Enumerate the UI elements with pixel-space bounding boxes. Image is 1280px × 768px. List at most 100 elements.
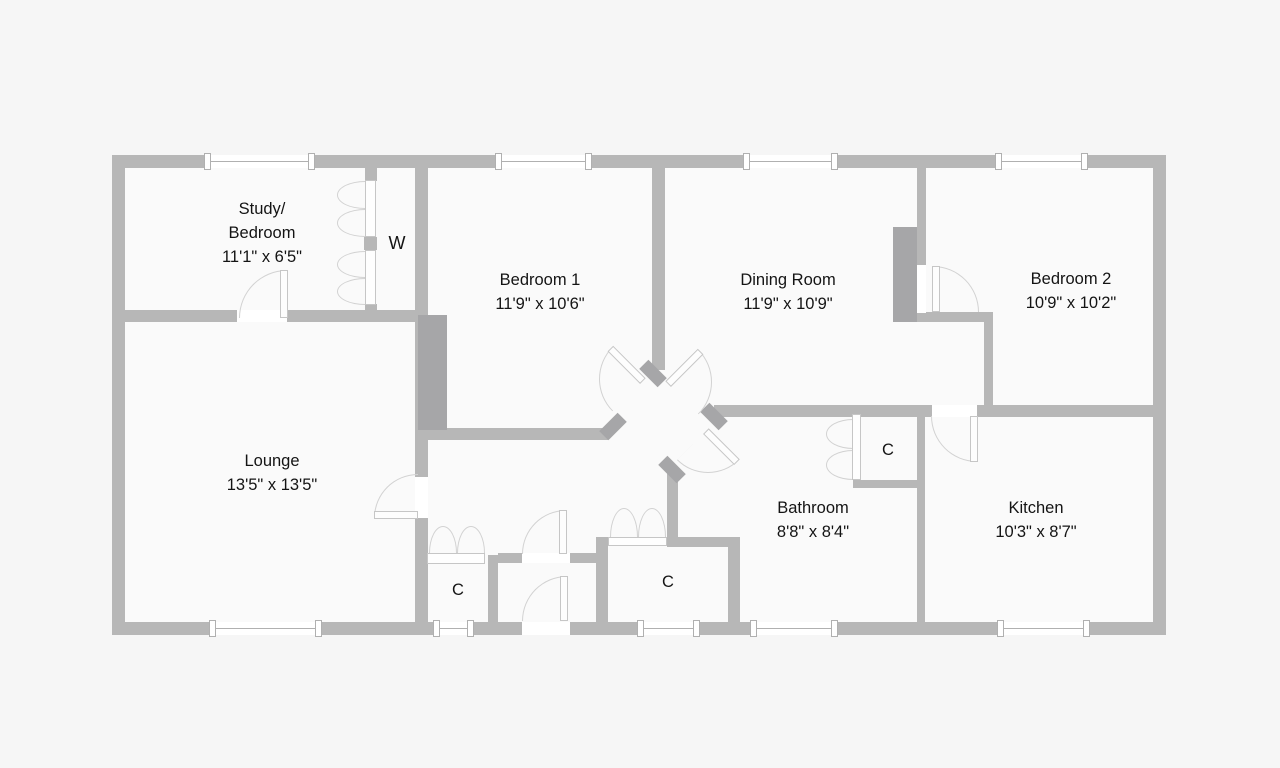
wall-segment [667,472,678,540]
window-jamb [1081,153,1088,170]
window-glazing-line [755,628,833,629]
room-label-study: Study/ Bedroom 11'1" x 6'5" [222,197,302,269]
window [750,620,838,637]
wardrobe-doors [365,180,376,237]
door-vestibule [522,510,567,554]
window-jamb [209,620,216,637]
room-dimensions: 11'1" x 6'5" [221,248,303,266]
wall-segment [917,168,926,322]
window-jamb [315,620,322,637]
room-label-bathroom: Bathroom 8'8" x 8'4" [777,496,849,544]
window-glazing-line [642,628,695,629]
room-dimensions: 10'9" x 10'2" [1025,294,1117,312]
closet-opening [608,537,667,546]
window-jamb [495,153,502,170]
room-name: Kitchen [1008,499,1064,517]
window-glazing-line [438,628,469,629]
door-opening [522,553,570,563]
door-opening [415,477,428,518]
room-name: Bedroom 1 [499,271,581,289]
door-leaf [932,266,940,312]
room-dimensions: 13'5" x 13'5" [226,476,318,494]
wardrobe-doors [365,250,376,305]
room-dimensions: 8'8" x 8'4" [776,523,850,541]
wall-segment [652,168,665,370]
window-jamb [831,620,838,637]
wall-segment [1153,155,1166,635]
door-leaf [280,270,288,318]
room-dimensions: 11'9" x 10'6" [495,295,585,313]
wall-segment [925,405,1153,417]
door-kitchen [931,416,978,462]
chimney-breast [893,227,917,322]
window-glazing-line [209,161,310,162]
floor-area [125,168,1153,622]
window-glazing-line [500,161,587,162]
window [997,620,1090,637]
window-jamb [997,620,1004,637]
window [637,620,700,637]
wall-segment [917,312,993,322]
closet-opening [427,553,485,564]
room-label-bedroom2: Bedroom 2 10'9" x 10'2" [1026,267,1117,315]
window-jamb [637,620,644,637]
window-jamb [750,620,757,637]
room-name: Dining Room [740,271,836,289]
wall-segment [984,322,993,407]
room-label-kitchen: Kitchen 10'3" x 8'7" [995,496,1076,544]
door-opening [932,405,977,417]
closet-label-hall-left: C [452,581,464,599]
wall-segment [917,413,925,622]
window-glazing-line [1002,628,1085,629]
window-glazing-line [214,628,317,629]
door-bedroom2 [932,266,979,312]
wall-segment [112,155,125,635]
door-front [522,576,568,621]
room-name: Bedroom [228,224,296,242]
door-leaf [970,416,978,462]
door-lounge [374,474,418,519]
window-jamb [204,153,211,170]
window-jamb [433,620,440,637]
wall-segment [714,405,925,417]
window [204,153,315,170]
wall-segment [428,428,608,440]
door-opening [522,622,570,635]
window [995,153,1088,170]
room-name: Study/ [238,200,286,218]
wall-segment [112,155,1166,168]
closet-label-bathroom: C [882,441,894,459]
door-leaf [559,510,567,554]
window-jamb [831,153,838,170]
chimney-breast [418,315,447,430]
room-name: Lounge [244,452,300,470]
window-jamb [308,153,315,170]
closet-opening [852,414,861,480]
door-leaf [374,511,418,519]
closet-label-hall-right: C [662,573,674,591]
wardrobe-label: W [388,233,406,253]
wall-segment [364,237,377,250]
door-study [239,270,288,318]
wall-segment [488,555,498,622]
window-jamb [995,153,1002,170]
room-label-bedroom1: Bedroom 1 11'9" x 10'6" [495,268,584,316]
window [495,153,592,170]
door-opening [917,265,926,313]
window-jamb [693,620,700,637]
wall-segment [853,480,925,488]
window-jamb [1083,620,1090,637]
wall-segment [596,537,608,622]
room-name: Bathroom [777,499,849,517]
door-leaf [560,576,568,621]
wall-segment [667,537,740,547]
room-dimensions: 10'3" x 8'7" [995,523,1077,541]
room-label-dining: Dining Room 11'9" x 10'9" [740,268,835,316]
window [209,620,322,637]
wall-segment [728,547,740,622]
window [743,153,838,170]
window-jamb [743,153,750,170]
window-glazing-line [1000,161,1083,162]
window [433,620,474,637]
